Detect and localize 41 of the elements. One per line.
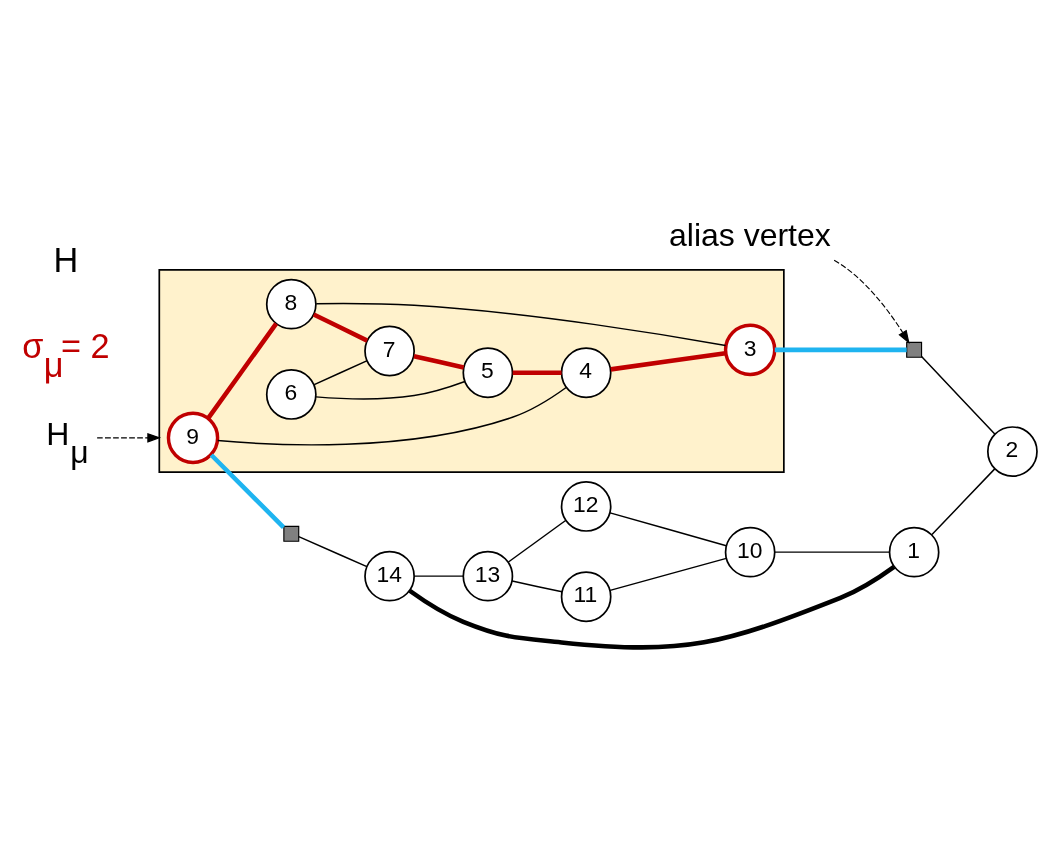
node-circle: 13 (462, 550, 514, 602)
arrow (833, 259, 910, 344)
connector (217, 386, 567, 446)
node-circle: 6 (265, 368, 317, 420)
connector (507, 519, 567, 563)
node-circle: 5 (462, 346, 514, 398)
connector (413, 353, 465, 370)
connector (609, 557, 728, 591)
connector (408, 564, 896, 650)
arrow (96, 432, 162, 443)
connector (512, 369, 562, 375)
node-text: alias vertex (668, 216, 831, 253)
connector (774, 347, 907, 352)
node-circle: 10 (724, 526, 776, 578)
node-circle: 14 (364, 550, 415, 602)
node-circle: 12 (560, 480, 612, 532)
node-circle: 8 (265, 278, 317, 330)
connector (920, 355, 996, 435)
node-circle: 11 (560, 570, 612, 622)
connector (313, 359, 368, 385)
connector (609, 511, 728, 546)
connector (312, 312, 369, 343)
connector (209, 452, 286, 529)
node-circle: 2 (987, 425, 1038, 477)
label: H (53, 240, 79, 279)
connector (511, 579, 563, 592)
node-box (283, 525, 300, 542)
connector (774, 550, 891, 553)
node-circle: 7 (364, 325, 415, 376)
node-box (906, 341, 923, 358)
cluster (158, 268, 785, 473)
connector (298, 535, 368, 567)
connector (315, 302, 727, 346)
connector (610, 350, 726, 372)
node-circle: 9 (166, 411, 220, 464)
connector (413, 574, 464, 577)
connector (931, 467, 996, 535)
node-circle: 3 (723, 323, 777, 376)
node-circle: 1 (888, 526, 940, 578)
node-circle: 4 (560, 346, 612, 398)
connector (315, 380, 466, 400)
